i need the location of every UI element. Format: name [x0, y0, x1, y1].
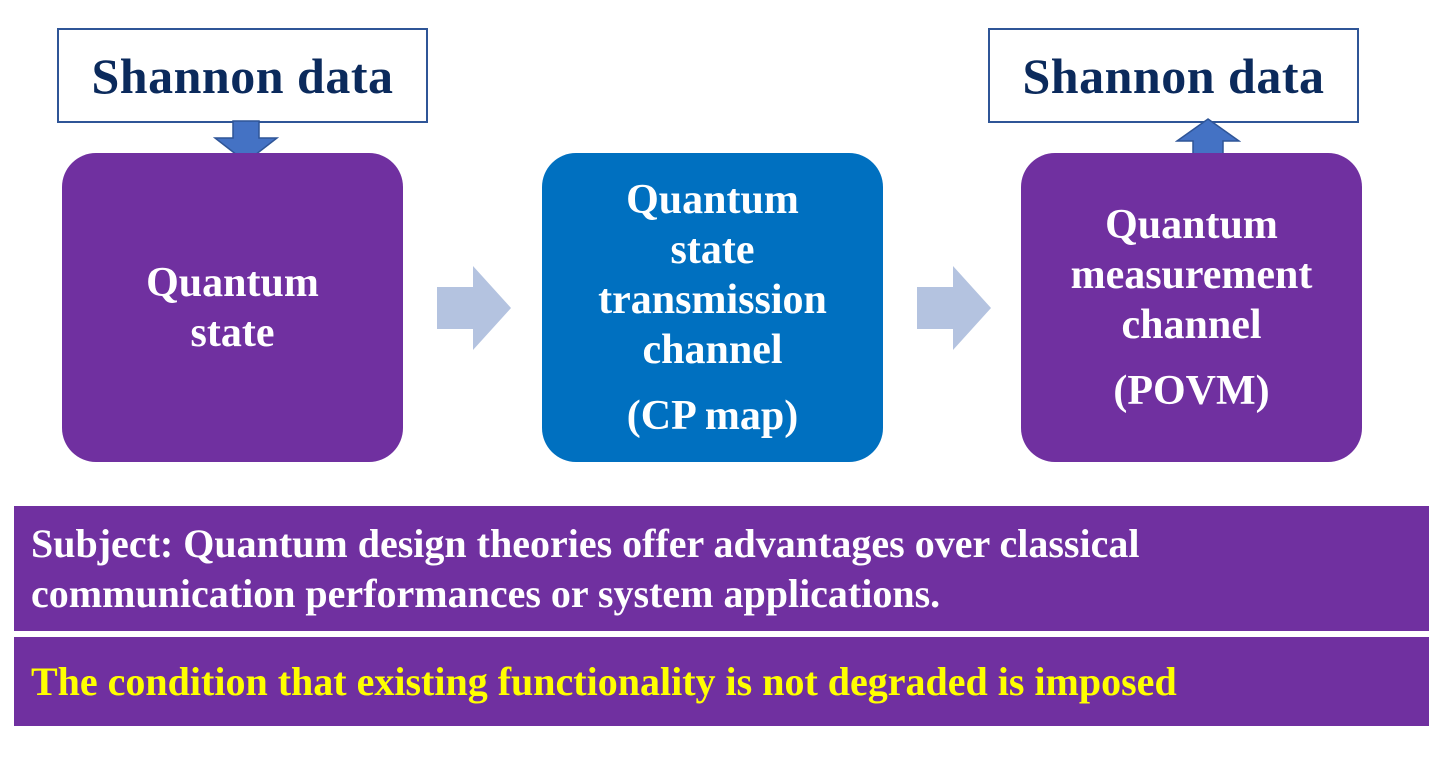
measurement-channel-line-1: Quantum: [1105, 201, 1278, 248]
subject-line-2: communication performances or system app…: [31, 571, 941, 616]
transmission-channel-box: Quantum state transmission channel (CP m…: [542, 153, 883, 462]
quantum-state-line-1: Quantum: [146, 259, 319, 306]
subject-banner: Subject: Quantum design theories offer a…: [14, 506, 1429, 631]
condition-banner: The condition that existing functionalit…: [14, 637, 1429, 726]
quantum-state-box: Quantum state: [62, 153, 403, 462]
transmission-channel-line-3: transmission: [598, 276, 827, 323]
right-arrow-icon: [917, 266, 991, 350]
measurement-channel-line-2: measurement: [1070, 251, 1313, 298]
transmission-channel-line-2: state: [670, 226, 755, 273]
shannon-data-output-box: Shannon data: [988, 28, 1359, 123]
right-arrow-icon: [437, 266, 511, 350]
transmission-channel-line-4: channel: [642, 326, 783, 373]
cp-map-label: (CP map): [626, 392, 799, 439]
transmission-channel-line-1: Quantum: [626, 176, 799, 223]
shannon-data-input-box: Shannon data: [57, 28, 428, 123]
povm-label: (POVM): [1113, 367, 1270, 414]
subject-line-1: Subject: Quantum design theories offer a…: [31, 521, 1140, 566]
measurement-channel-box: Quantum measurement channel (POVM): [1021, 153, 1362, 462]
measurement-channel-line-3: channel: [1121, 301, 1262, 348]
down-arrow-icon: [213, 120, 279, 164]
shannon-data-input-label: Shannon data: [91, 47, 394, 104]
quantum-state-line-2: state: [190, 309, 275, 356]
shannon-data-output-label: Shannon data: [1022, 47, 1325, 104]
condition-text: The condition that existing functionalit…: [31, 658, 1177, 704]
